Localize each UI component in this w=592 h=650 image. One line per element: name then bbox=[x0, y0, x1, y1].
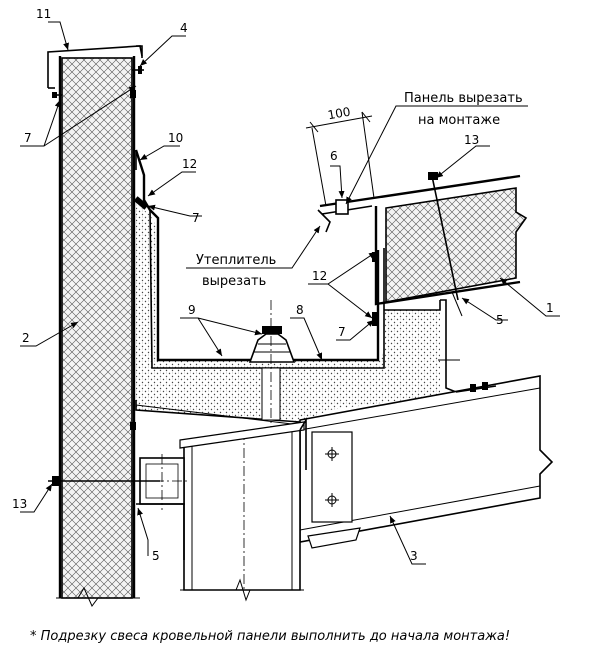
annotations: Панель вырезать на монтаже Утеплитель вы… bbox=[196, 91, 523, 289]
wall-girt bbox=[48, 454, 190, 560]
dimension-text: 100 bbox=[327, 105, 352, 123]
insulation-cut-note-line2: вырезать bbox=[202, 274, 266, 289]
panel-cut-note-line2: на монтаже bbox=[418, 113, 500, 128]
steel-column bbox=[179, 417, 307, 602]
label-7-gutter: 7 bbox=[192, 211, 200, 225]
label-3: 3 bbox=[410, 549, 418, 563]
label-4: 4 bbox=[180, 21, 188, 35]
dimension-100: 100 bbox=[305, 105, 375, 207]
insulation-cut-note-line1: Утеплитель bbox=[196, 253, 276, 268]
label-13-upper: 13 bbox=[464, 133, 479, 147]
label-9: 9 bbox=[188, 303, 196, 317]
label-13-lower: 13 bbox=[12, 497, 27, 511]
label-7-lower: 7 bbox=[338, 325, 346, 339]
label-2: 2 bbox=[22, 331, 30, 345]
label-12-lower: 12 bbox=[312, 269, 327, 283]
leaders bbox=[20, 21, 560, 565]
panel-cut-note-line1: Панель вырезать bbox=[404, 91, 523, 106]
cap-flashing bbox=[47, 45, 143, 89]
roof-panel bbox=[317, 172, 528, 317]
footnote: * Подрезку свеса кровельной панели выпол… bbox=[30, 629, 510, 644]
label-7-left: 7 bbox=[24, 131, 32, 145]
label-6: 6 bbox=[330, 149, 338, 163]
label-12-upper: 12 bbox=[182, 157, 197, 171]
cap-fasteners bbox=[52, 66, 144, 98]
wall-panel bbox=[56, 56, 140, 607]
label-5-lower: 5 bbox=[152, 549, 160, 563]
label-5-right: 5 bbox=[496, 313, 504, 327]
steel-beam bbox=[299, 375, 554, 549]
position-labels: 11 4 7 10 12 7 6 13 12 1 5 9 8 7 2 13 5 … bbox=[12, 7, 554, 563]
label-11: 11 bbox=[36, 7, 51, 21]
plate-bolts bbox=[325, 447, 339, 507]
label-1: 1 bbox=[546, 301, 554, 315]
label-10: 10 bbox=[168, 131, 183, 145]
label-8: 8 bbox=[296, 303, 304, 317]
drain-funnel bbox=[248, 300, 296, 430]
